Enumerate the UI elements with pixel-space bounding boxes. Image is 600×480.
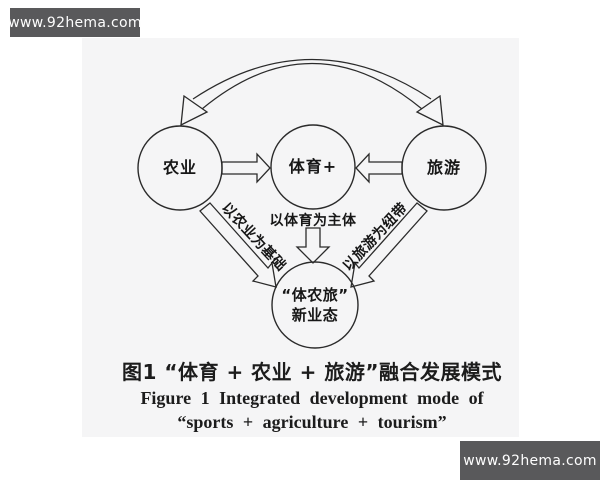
arrow-tourism-to-sports-icon <box>355 152 403 184</box>
node-sports-circle <box>270 124 356 210</box>
arrow-agriculture-to-fusion-icon <box>199 202 277 288</box>
edge-label-sports-main: 以体育为主体 <box>269 213 357 229</box>
arrow-agriculture-to-sports-icon <box>221 152 271 184</box>
node-fusion-circle <box>271 261 359 349</box>
arrow-tourism-to-fusion-icon <box>350 202 428 288</box>
node-tourism-label: 旅游 <box>426 158 461 177</box>
node-agriculture-circle <box>137 125 223 211</box>
node-sports-label: 体育+ <box>288 157 338 176</box>
figure-panel <box>82 38 519 437</box>
node-agriculture-label: 农业 <box>162 158 197 177</box>
node-tourism-circle <box>401 125 487 211</box>
top-arc-outer-line <box>192 59 432 100</box>
top-arc-left-arrowhead-icon <box>180 94 209 127</box>
watermark-top-left: www.92hema.com <box>8 8 142 37</box>
figure-caption-zh: 图1 “体育 + 农业 + 旅游”融合发展模式 <box>121 360 503 384</box>
top-arc-right-arrowhead-icon <box>415 94 444 127</box>
watermark-text: www.92hema.com <box>8 14 142 31</box>
figure-caption-en-line2: “sports + agriculture + tourism” <box>177 412 447 432</box>
arrow-sports-to-fusion-icon <box>295 227 331 264</box>
figure-caption-en-line1: Figure 1 Integrated development mode of <box>140 388 484 408</box>
node-fusion-label: “体农旅” 新业态 <box>281 286 349 324</box>
watermark-bottom-right: www.92hema.com <box>460 441 600 480</box>
top-arc-inner-line <box>201 63 423 110</box>
watermark-text: www.92hema.com <box>463 452 597 469</box>
